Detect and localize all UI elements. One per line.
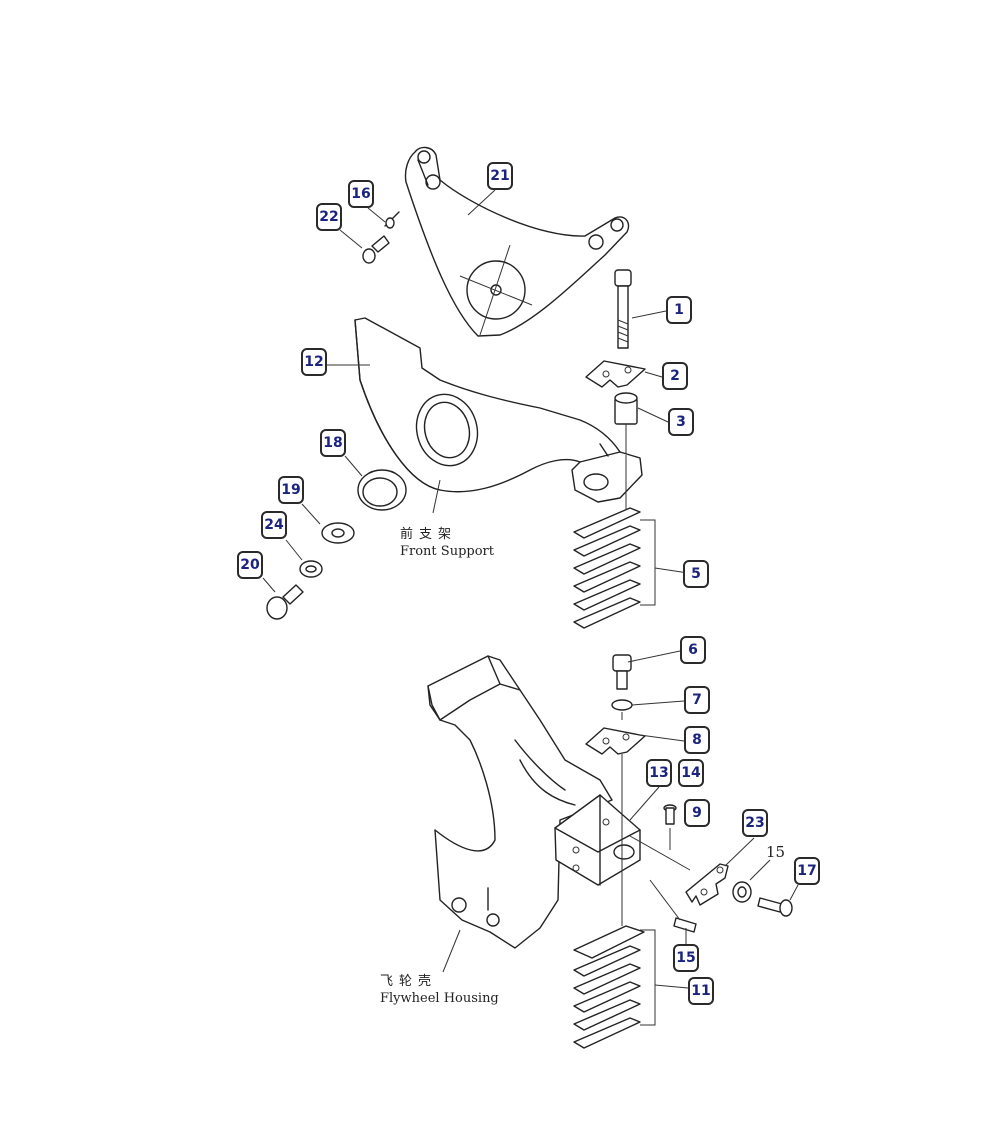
flywheel-housing-chinese: 飞轮壳: [380, 974, 438, 989]
callout-24: 24: [261, 511, 287, 539]
callout-1: 1: [666, 296, 692, 324]
bolt-16: [384, 211, 400, 229]
washer-24: [299, 560, 323, 578]
callout-6: 6: [680, 636, 706, 664]
washer-7: [611, 699, 633, 711]
callout-17: 17: [794, 857, 820, 885]
shim-stack-5: [573, 507, 689, 629]
callout-16: 16: [348, 180, 374, 208]
callout-14: 14: [678, 759, 704, 787]
callout-13: 13: [646, 759, 672, 787]
callout-7: 7: [684, 686, 710, 714]
front-support-chinese: 前支架: [400, 527, 458, 542]
callout-11: 11: [688, 977, 714, 1005]
bushing-18: [357, 469, 407, 511]
bolt-17: [757, 897, 793, 917]
flywheel-housing: [427, 655, 641, 949]
front-support-caption: 前支架 Front Support: [400, 526, 494, 560]
bracket-plate-21: [404, 146, 630, 337]
callout-8: 8: [684, 726, 710, 754]
plate-23: [685, 863, 729, 906]
callout-5: 5: [683, 560, 709, 588]
callout-15: 15: [673, 944, 699, 972]
callout-22: 22: [316, 203, 342, 231]
callout-12: 12: [301, 348, 327, 376]
flywheel-housing-english: Flywheel Housing: [380, 991, 499, 1006]
callout-18: 18: [320, 429, 346, 457]
callout-23: 23: [742, 809, 768, 837]
callout-9: 9: [684, 799, 710, 827]
screw-9: [663, 804, 677, 825]
bolt-1: [614, 269, 632, 349]
label-15-plain: 15: [766, 843, 786, 861]
bolt-22: [362, 235, 390, 264]
callout-21: 21: [487, 162, 513, 190]
washer-15-upper: [732, 881, 752, 903]
washer-19: [321, 522, 355, 544]
plate-8: [585, 727, 646, 755]
callout-3: 3: [668, 408, 694, 436]
pin-15: [673, 917, 697, 933]
front-support-english: Front Support: [400, 544, 494, 559]
bolt-6: [612, 654, 632, 690]
callout-2: 2: [662, 362, 688, 390]
bolt-20: [266, 584, 304, 620]
flywheel-housing-caption: 飞轮壳 Flywheel Housing: [380, 973, 499, 1007]
callout-19: 19: [278, 476, 304, 504]
callout-20: 20: [237, 551, 263, 579]
front-support-12: [354, 317, 643, 503]
leader-lines: [262, 189, 799, 973]
spacer-3: [614, 392, 638, 455]
plate-2: [585, 360, 646, 388]
shim-stack-11: [573, 925, 689, 1049]
